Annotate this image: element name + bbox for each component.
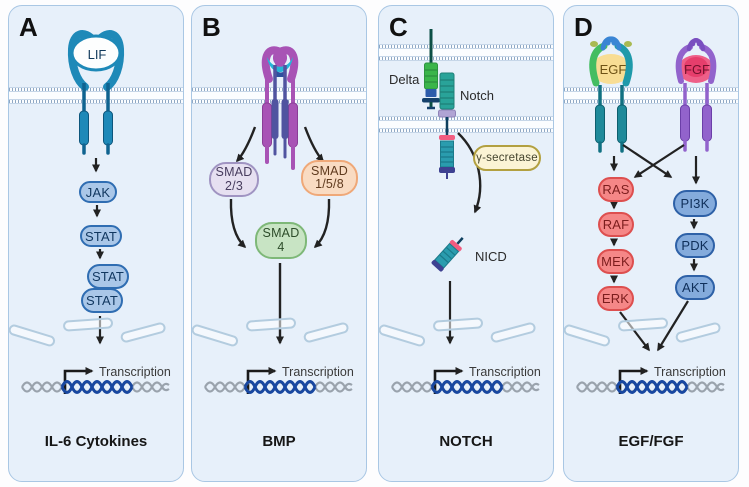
transcription-label: Transcription — [469, 365, 541, 379]
node-smad-4: SMAD 4 — [255, 222, 307, 259]
notch-label: Notch — [460, 88, 494, 103]
panel-il6-cytokines: A LIF JAK STAT STAT STAT Transcription I… — [8, 5, 184, 482]
transcription-label: Transcription — [654, 365, 726, 379]
pathway-title-notch: NOTCH — [439, 433, 493, 450]
panel-letter-c: C — [389, 12, 408, 42]
nicd-label: NICD — [475, 249, 507, 264]
node-jak: JAK — [79, 181, 117, 203]
node-akt: AKT — [675, 275, 715, 300]
cell-membrane — [564, 87, 738, 104]
node-stat-dimer-top: STAT — [87, 264, 129, 289]
panel-letter-a: A — [19, 12, 38, 42]
gamma-secretase-label: γ-secretase — [473, 145, 541, 171]
panel-bmp: B SMAD 2/3 SMAD 1/5/8 SMAD 4 Transcripti… — [191, 5, 367, 482]
node-smad-2-3: SMAD 2/3 — [209, 162, 259, 197]
egf-ligand-label: EGF — [599, 61, 627, 77]
lif-ligand-label: LIF — [87, 46, 107, 62]
pathway-title-il6: IL-6 Cytokines — [44, 433, 148, 450]
cell-membrane — [192, 87, 366, 104]
panel-letter-b: B — [202, 12, 221, 42]
node-stat-dimer-bottom: STAT — [81, 288, 123, 313]
transcription-label: Transcription — [282, 365, 354, 379]
node-erk: ERK — [597, 286, 634, 311]
node-mek: MEK — [597, 249, 634, 274]
cell-membrane — [9, 87, 183, 104]
pathway-title-bmp: BMP — [262, 433, 296, 450]
panel-egf-fgf: D EGF FGF RAS RAF MEK ERK PI3K PDK AKT T… — [563, 5, 739, 482]
node-pdk: PDK — [675, 233, 715, 258]
pathway-title-egf-fgf: EGF/FGF — [618, 433, 684, 450]
node-ras: RAS — [598, 177, 634, 202]
cell-membrane — [379, 116, 553, 133]
transcription-label: Transcription — [99, 365, 171, 379]
panel-notch: C Delta Notch γ-secretase NICD Transcrip… — [378, 5, 554, 482]
node-smad-1-5-8: SMAD 1/5/8 — [301, 160, 358, 196]
neighbor-cell-membrane — [379, 44, 553, 61]
delta-label: Delta — [389, 72, 420, 87]
fgf-ligand-label: FGF — [684, 61, 710, 77]
node-stat: STAT — [80, 225, 122, 247]
node-raf: RAF — [598, 212, 634, 237]
node-pi3k: PI3K — [673, 190, 717, 217]
panel-letter-d: D — [574, 12, 593, 42]
